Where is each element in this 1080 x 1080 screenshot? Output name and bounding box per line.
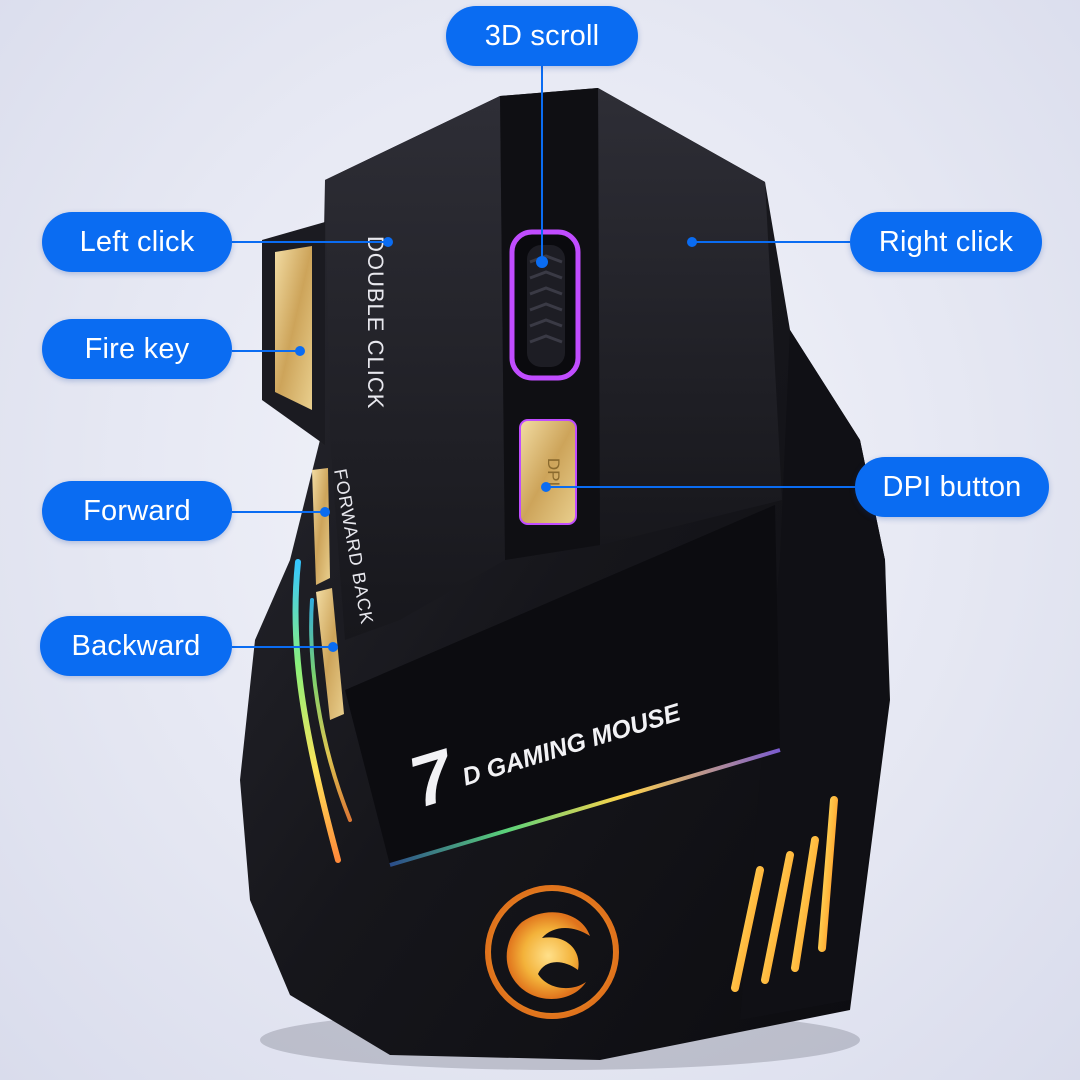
scroll-callout-dot xyxy=(536,256,548,268)
scroll-callout: 3D scroll xyxy=(446,6,638,66)
fire-key-callout-dot xyxy=(295,346,305,356)
backward-callout: Backward xyxy=(40,616,232,676)
fire-key-callout: Fire key xyxy=(42,319,232,379)
fire-key xyxy=(275,246,312,410)
dragon-logo-icon xyxy=(485,885,619,1019)
double-click-label: DOUBLE CLICK xyxy=(363,236,388,409)
dpi-button xyxy=(519,419,577,525)
dpi-callout-dot xyxy=(541,482,551,492)
logo-plate xyxy=(345,505,780,865)
forward-side-button xyxy=(312,468,330,585)
logo-plate-rgb-edge xyxy=(389,748,781,867)
scroll-wheel-treads xyxy=(529,254,563,344)
left-rgb-strip-outer xyxy=(292,559,341,863)
forward-callout-dot xyxy=(320,507,330,517)
right-grip-panel xyxy=(740,330,888,1020)
right-click-callout: Right click xyxy=(850,212,1042,272)
forward-callout: Forward xyxy=(42,481,232,541)
dpi-button-callout: DPI button xyxy=(855,457,1049,517)
backward-callout-dot xyxy=(328,642,338,652)
left-click-callout-dot xyxy=(383,237,393,247)
back-side-button xyxy=(316,588,344,720)
left-rgb-strip-inner xyxy=(309,598,352,822)
right-click-callout-dot xyxy=(687,237,697,247)
left-click-callout: Left click xyxy=(42,212,232,272)
right-rgb-fins xyxy=(731,796,838,992)
left-button-plate xyxy=(325,96,505,640)
dpi-key-label: DPI xyxy=(544,458,563,486)
right-button-plate xyxy=(598,88,782,545)
